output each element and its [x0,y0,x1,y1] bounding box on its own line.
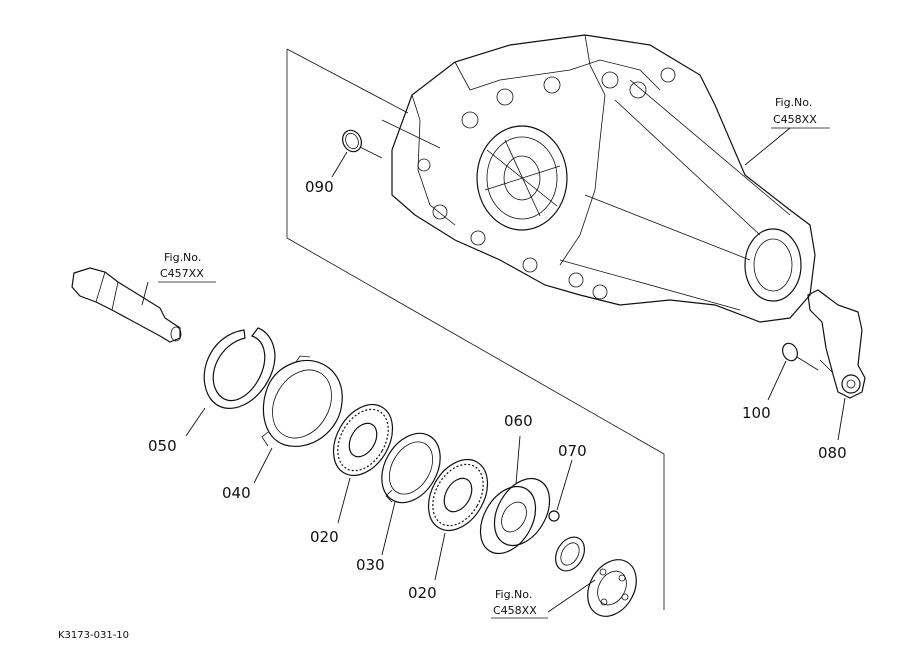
plate-030 [381,432,441,556]
friction-disc-020a [332,404,394,524]
transmission-housing [381,34,816,323]
lever-080 [807,289,866,441]
part-label-050: 050 [148,437,177,455]
shaft [71,267,182,343]
fig-ref-shaft: Fig.No. C457XX [158,251,216,283]
hub-060 [479,435,551,555]
fig-ref-bearing-label: Fig.No. [495,588,532,601]
part-label-090: 090 [305,178,334,196]
housing-leader [744,127,791,166]
part-label-060: 060 [504,412,533,430]
oring-100 [767,342,819,401]
fig-ref-shaft-label: Fig.No. [164,251,201,264]
part-label-020a: 020 [310,528,339,546]
ball-070 [548,459,573,522]
snap-ring-050 [185,327,276,437]
part-label-080: 080 [818,444,847,462]
fig-ref-bearing-code: C458XX [493,604,537,617]
plate-040 [253,355,343,484]
part-label-040: 040 [222,484,251,502]
part-label-070: 070 [558,442,587,460]
assembly-frame [286,48,665,610]
part-label-030: 030 [356,556,385,574]
friction-disc-020b [427,459,489,581]
bearing-assembly [547,536,637,617]
fig-ref-housing-code: C458XX [773,113,817,126]
fig-ref-bearing: Fig.No. C458XX [491,588,548,619]
oring-090 [331,129,383,178]
fig-ref-housing: Fig.No. C458XX [771,96,830,129]
part-label-100: 100 [742,404,771,422]
fig-ref-housing-label: Fig.No. [775,96,812,109]
drawing-code: K3173-031-10 [58,630,129,641]
fig-ref-shaft-code: C457XX [160,267,204,280]
part-label-020b: 020 [408,584,437,602]
